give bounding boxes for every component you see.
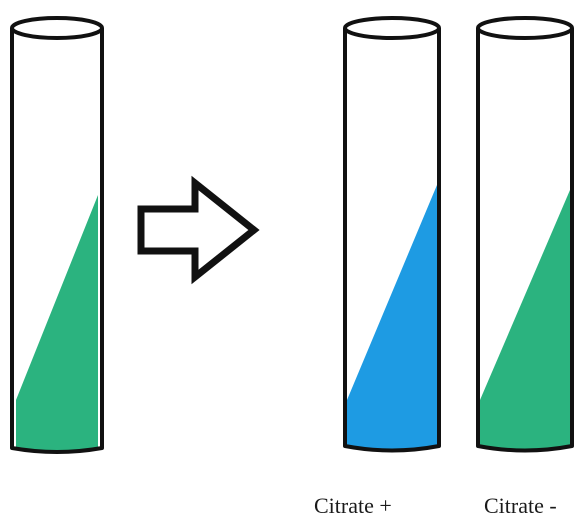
citrate-negative-tube-outline	[476, 28, 574, 453]
initial-tube-medium	[16, 195, 98, 451]
initial-tube	[10, 16, 104, 454]
citrate-negative-label: Citrate -	[484, 493, 557, 518]
citrate-positive-medium	[347, 185, 437, 449]
citrate-positive-tube	[343, 16, 441, 453]
initial-tube-rim	[10, 16, 104, 40]
citrate-positive-tube-outline	[343, 28, 441, 453]
citrate-negative-tube	[476, 16, 574, 453]
initial-tube-outline	[10, 28, 104, 454]
citrate-positive-tube-rim	[343, 16, 441, 40]
right-arrow-icon	[137, 175, 260, 285]
citrate-negative-medium	[480, 190, 570, 449]
citrate-negative-tube-rim	[476, 16, 574, 40]
citrate-positive-label: Citrate +	[314, 493, 392, 518]
